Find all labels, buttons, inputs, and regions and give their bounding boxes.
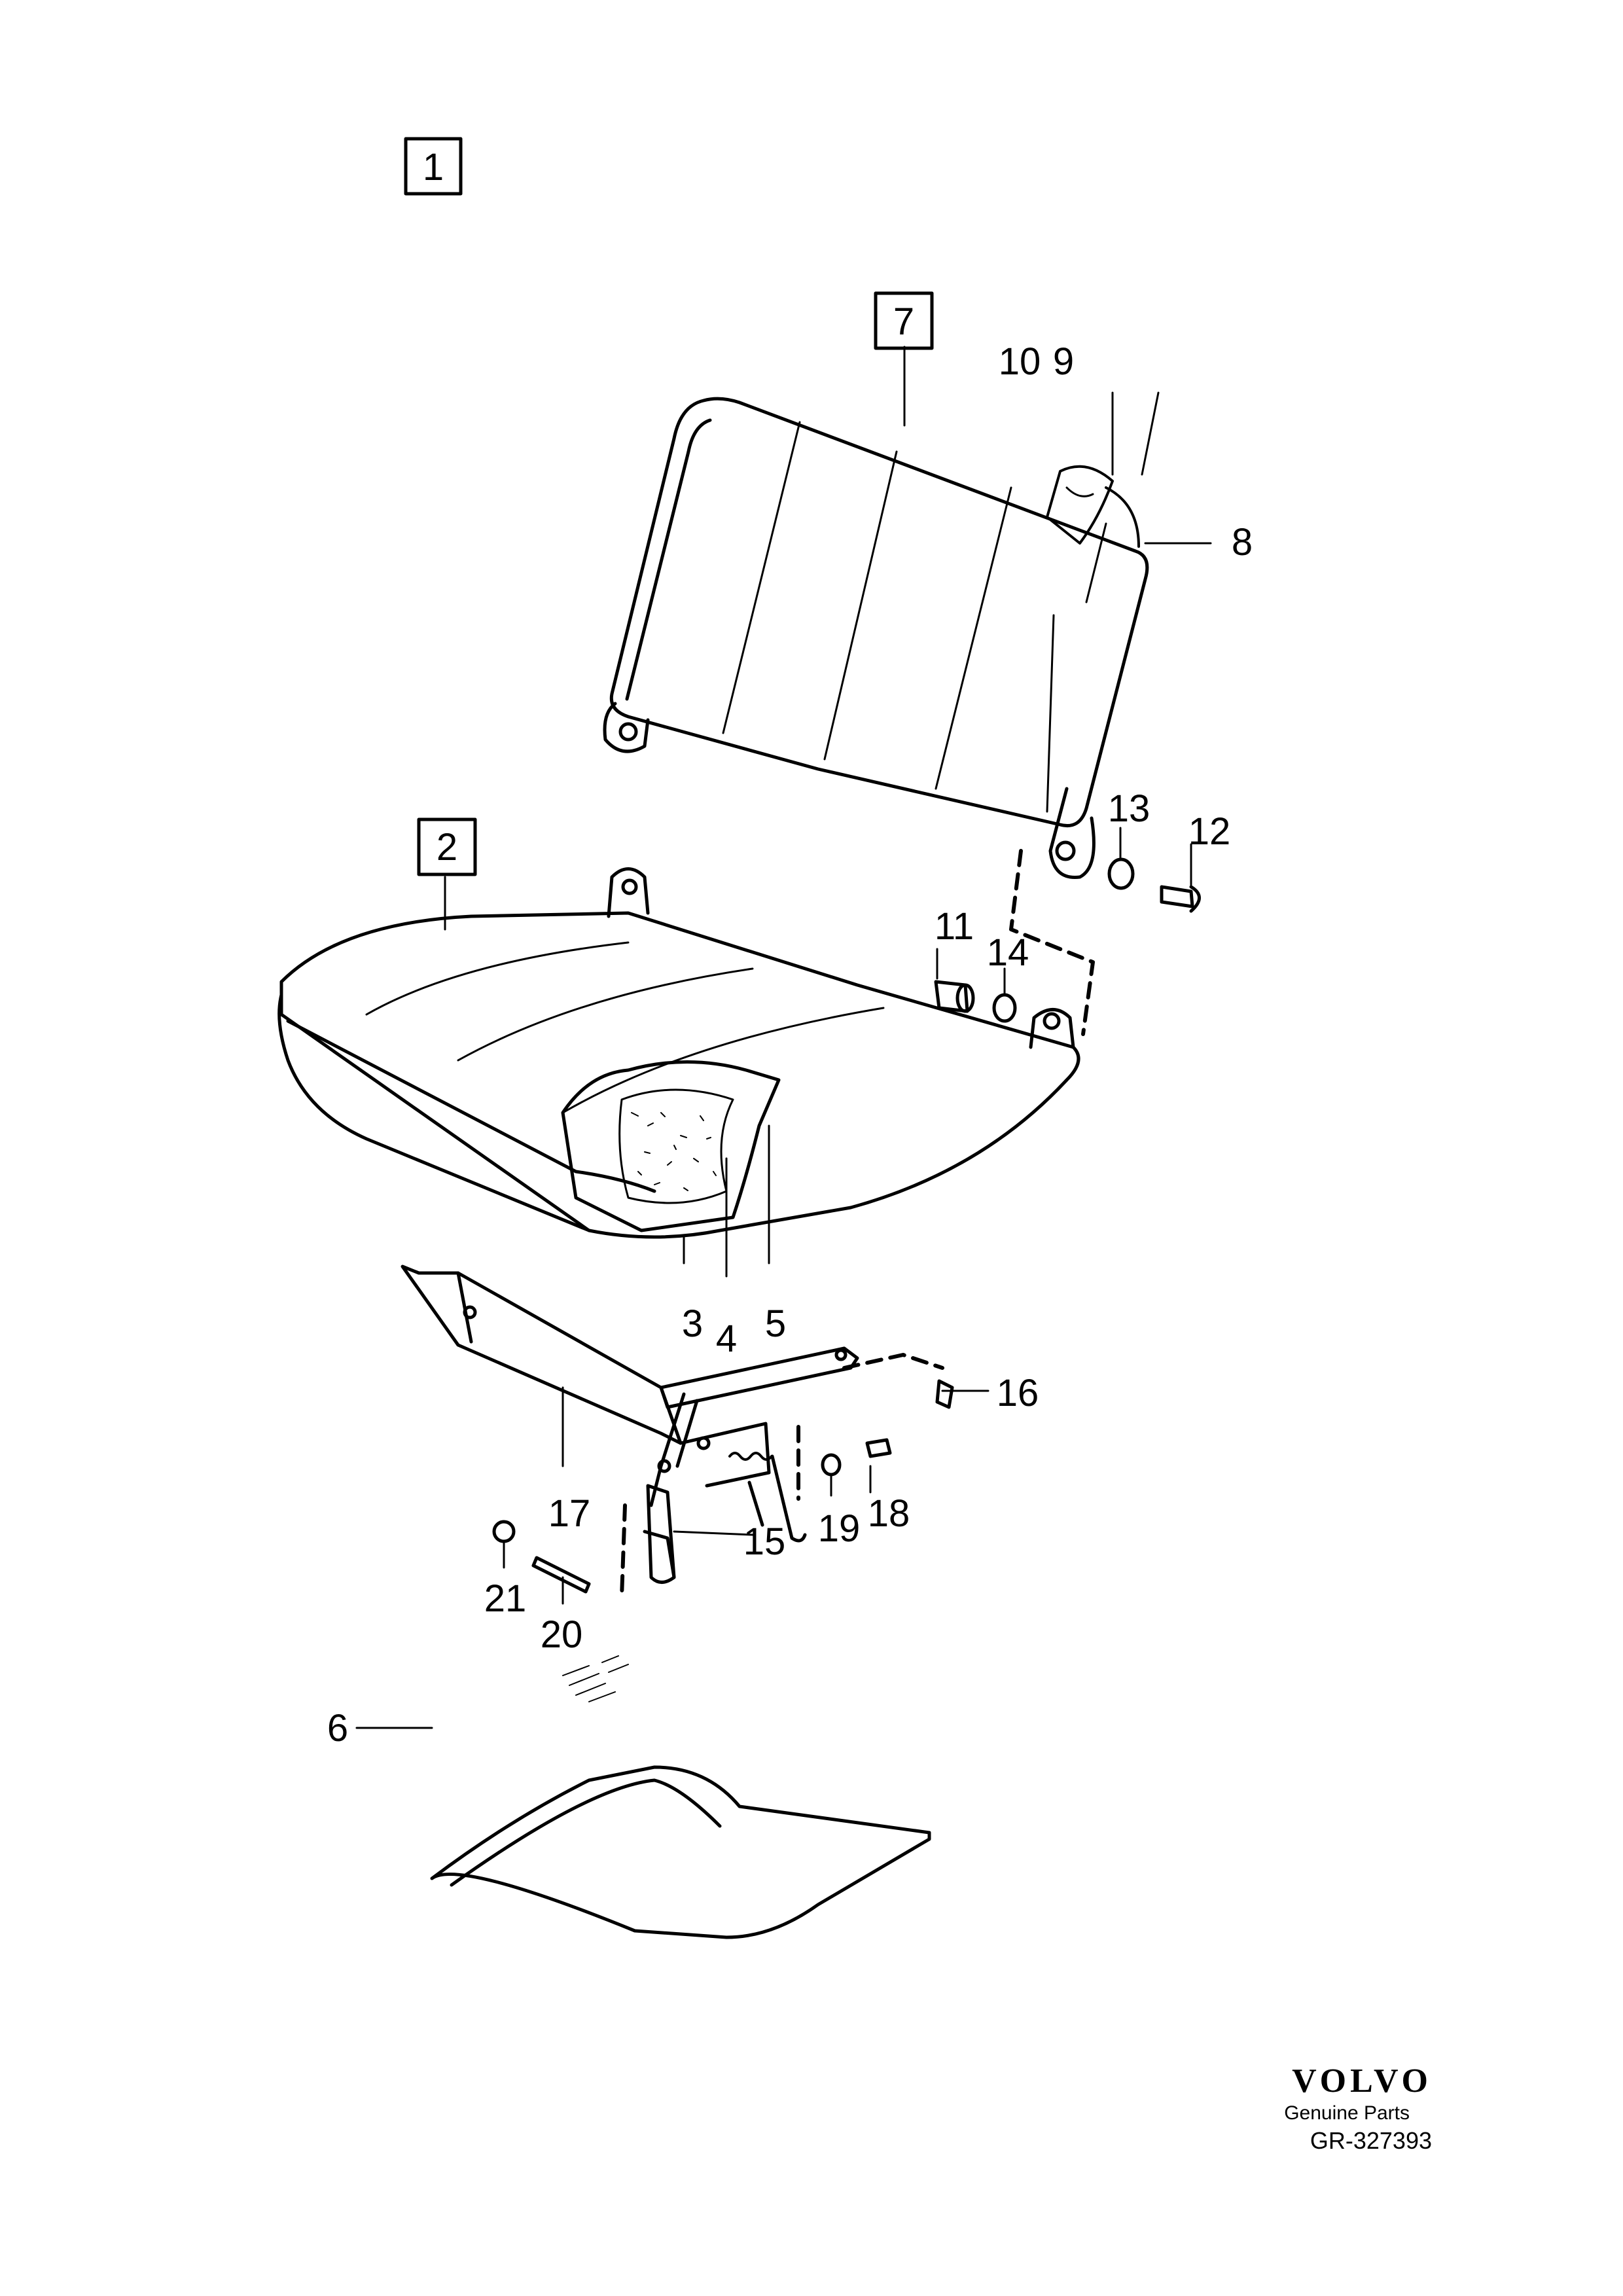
label-6: 6 — [327, 1707, 348, 1749]
label-14: 14 — [987, 931, 1029, 974]
label-7: 7 — [893, 300, 914, 343]
volvo-logo: VOLVO — [1292, 2062, 1432, 2100]
label-12: 12 — [1188, 810, 1231, 853]
label-4: 4 — [716, 1318, 737, 1360]
label-19: 19 — [818, 1507, 861, 1550]
label-21: 21 — [484, 1577, 527, 1620]
label-5: 5 — [765, 1302, 786, 1345]
mat-hatching — [562, 1655, 629, 1702]
label-1: 1 — [423, 146, 444, 188]
seat-cushion-drawing — [277, 867, 1080, 1239]
tagline: Genuine Parts — [1284, 2102, 1410, 2124]
label-10: 10 — [999, 340, 1041, 383]
label-3: 3 — [682, 1302, 703, 1345]
backrest-drawing — [603, 397, 1149, 879]
floor-mat-drawing — [430, 1655, 931, 1939]
label-11: 11 — [935, 905, 974, 948]
label-8: 8 — [1232, 521, 1253, 564]
label-2: 2 — [437, 826, 457, 869]
bracket-drawing — [401, 1265, 859, 1584]
label-15: 15 — [743, 1520, 786, 1563]
label-9: 9 — [1053, 340, 1074, 383]
padding-texture — [631, 1112, 717, 1191]
box-assembly-label — [404, 137, 463, 196]
label-16: 16 — [997, 1372, 1039, 1414]
box-backrest-label — [874, 291, 934, 350]
label-13: 13 — [1108, 787, 1150, 830]
label-20: 20 — [541, 1613, 583, 1656]
box-seat-label — [417, 817, 477, 876]
label-18: 18 — [868, 1492, 910, 1535]
label-17: 17 — [548, 1492, 591, 1535]
assembly-lines — [620, 849, 1095, 1599]
document-number: GR-327393 — [1310, 2127, 1432, 2154]
leader-lines — [355, 346, 1212, 1729]
